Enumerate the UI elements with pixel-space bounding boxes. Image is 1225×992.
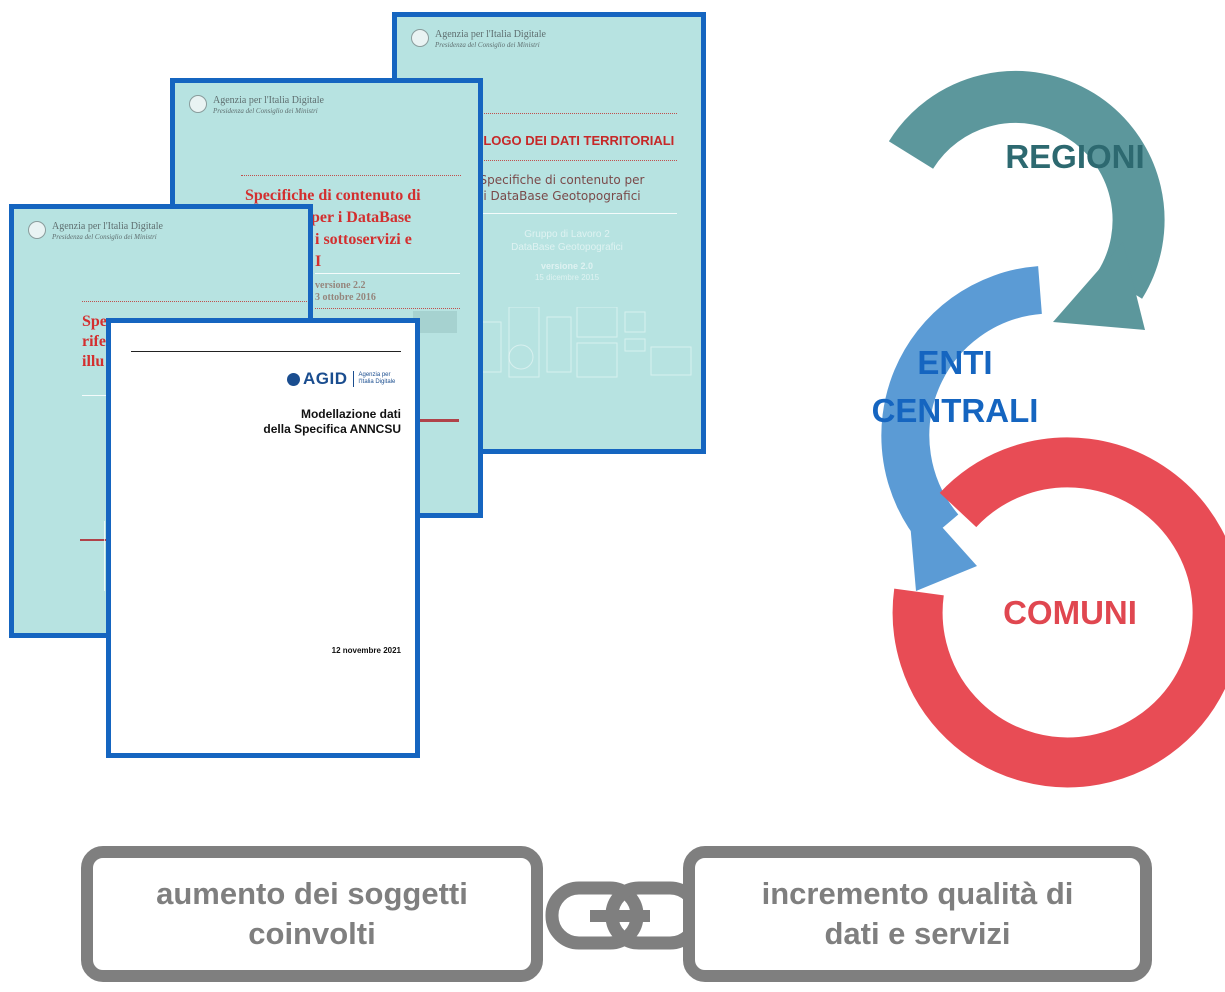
seal-icon bbox=[189, 95, 207, 113]
document-title-line-4: I bbox=[315, 253, 322, 270]
label-comuni: COMUNI bbox=[1003, 594, 1137, 631]
document-title-line-3: illu bbox=[82, 353, 105, 370]
document-version: versione 2.0 bbox=[540, 261, 594, 271]
agid-logo-sub-2: l'Italia Digitale bbox=[358, 379, 396, 385]
document-title-line-1: Spe bbox=[82, 313, 107, 330]
document-date: 3 ottobre 2016 bbox=[315, 292, 376, 303]
document-title: TALOGO DEI DATI TERRITORIALI bbox=[467, 133, 675, 148]
document-date: 15 dicembre 2015 bbox=[534, 273, 600, 282]
agency-subtitle: Presidenza del Consiglio dei Ministri bbox=[213, 106, 318, 115]
box-incremento-line-1: incremento qualità di bbox=[761, 875, 1074, 911]
box-aumento-soggetti: aumento dei soggetti coinvolti bbox=[81, 846, 543, 982]
document-title-line-1: Specifiche di contenuto di bbox=[245, 187, 421, 204]
document-header: Agenzia per l'Italia Digitale Presidenza… bbox=[411, 29, 546, 49]
label-regioni: REGIONI bbox=[1005, 138, 1145, 175]
agid-logo-icon bbox=[287, 372, 300, 386]
agid-logo: AGID Agenzia per l'Italia Digitale bbox=[287, 369, 395, 389]
agency-subtitle: Presidenza del Consiglio dei Ministri bbox=[435, 40, 540, 49]
label-enti-centrali-line-1: ENTI bbox=[917, 344, 993, 381]
document-title-line-2: della Specifica ANNCSU bbox=[263, 422, 401, 436]
regioni-arrowhead bbox=[1053, 242, 1145, 330]
box-aumento-line-2: coinvolti bbox=[248, 916, 376, 951]
document-version: versione 2.2 bbox=[315, 280, 366, 291]
agency-name: Agenzia per l'Italia Digitale bbox=[213, 95, 324, 106]
chain-link-icon bbox=[545, 881, 704, 950]
agency-subtitle: Presidenza del Consiglio dei Ministri bbox=[52, 232, 157, 241]
document-title-line-2: per i DataBase bbox=[311, 209, 412, 226]
document-header: Agenzia per l'Italia Digitale Presidenza… bbox=[189, 95, 324, 115]
document-title-line-1: Modellazione dati bbox=[300, 407, 401, 421]
agid-logo-sub-1: Agenzia per bbox=[358, 372, 391, 378]
document-header: Agenzia per l'Italia Digitale Presidenza… bbox=[28, 221, 163, 241]
agid-logo-text: AGID bbox=[303, 369, 348, 388]
map-pattern-illustration bbox=[479, 307, 692, 378]
box-incremento-qualita: incremento qualità di dati e servizi bbox=[683, 846, 1152, 982]
box-aumento-line-1: aumento dei soggetti bbox=[156, 875, 468, 911]
document-subtitle: Specifiche di contenuto per i DataBase G… bbox=[479, 173, 645, 203]
document-title-line-3: i sottoservizi e bbox=[315, 231, 412, 248]
seal-icon bbox=[28, 221, 46, 239]
label-enti-centrali-line-2: CENTRALI bbox=[871, 392, 1039, 429]
box-incremento-line-2: dati e servizi bbox=[824, 916, 1011, 951]
enti-centrali-ring bbox=[881, 266, 1043, 546]
document-anncsu: AGID Agenzia per l'Italia Digitale Model… bbox=[106, 318, 420, 758]
document-date: 12 novembre 2021 bbox=[331, 646, 401, 655]
regioni-ring bbox=[888, 71, 1165, 299]
seal-icon bbox=[411, 29, 429, 47]
agency-name: Agenzia per l'Italia Digitale bbox=[52, 221, 163, 232]
enti-centrali-arrowhead bbox=[907, 488, 977, 591]
comuni-ring bbox=[892, 437, 1225, 788]
document-group: Gruppo di Lavoro 2 bbox=[524, 229, 610, 240]
agency-name: Agenzia per l'Italia Digitale bbox=[435, 29, 546, 40]
document-title-line-2: rife bbox=[82, 333, 106, 350]
document-group-sub: DataBase Geotopografici bbox=[511, 242, 623, 253]
